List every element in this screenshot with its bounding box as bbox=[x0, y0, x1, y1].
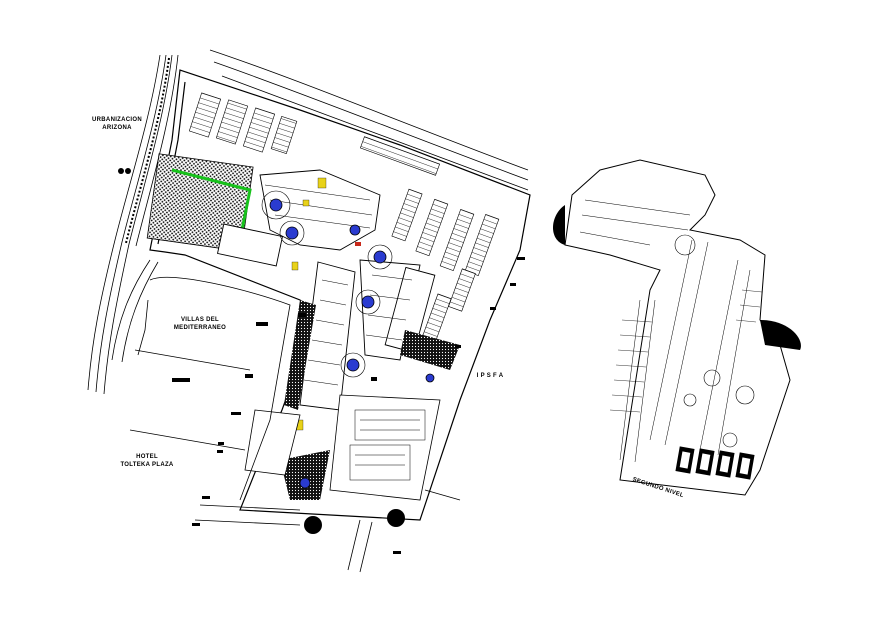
label-hotel-line1: HOTEL bbox=[136, 454, 158, 460]
plot-bars bbox=[172, 257, 525, 554]
stair-inner bbox=[679, 451, 751, 475]
label-hotel: HOTEL TOLTEKA PLAZA bbox=[112, 453, 182, 469]
label-urbanizacion: URBANIZACION ARIZONA bbox=[82, 116, 152, 132]
villas-plot bbox=[129, 276, 291, 501]
parking-top bbox=[188, 92, 500, 342]
entrance-circle-right bbox=[387, 509, 405, 527]
second-level-rings bbox=[674, 234, 755, 448]
second-level-rooms bbox=[579, 199, 751, 463]
label-villas: VILLAS DEL MEDITERRANEO bbox=[165, 316, 235, 332]
fountain-rings bbox=[261, 190, 393, 378]
dark-arc-left bbox=[552, 205, 565, 245]
dark-arc-right bbox=[760, 320, 801, 350]
label-urbanizacion-line2: ARIZONA bbox=[102, 125, 132, 131]
entrance-circle-left bbox=[304, 516, 322, 534]
label-urbanizacion-line1: URBANIZACION bbox=[92, 117, 142, 123]
marker-dot-b bbox=[125, 168, 131, 174]
plaza-seating bbox=[349, 409, 426, 481]
wall-strips bbox=[280, 300, 460, 500]
lower-roads bbox=[194, 489, 461, 573]
avenue-curves bbox=[87, 54, 179, 395]
second-level-plan bbox=[564, 159, 791, 496]
label-ipsfa: I P S F A bbox=[476, 373, 504, 379]
yellow-fixtures bbox=[291, 177, 327, 431]
label-villas-line1: VILLAS DEL bbox=[180, 317, 219, 323]
lower-plaza bbox=[244, 394, 441, 501]
marker-dot-a bbox=[118, 168, 124, 174]
top-road bbox=[209, 49, 529, 191]
second-level-stripes bbox=[609, 289, 763, 413]
fountains bbox=[269, 198, 435, 489]
label-hotel-line2: TOLTEKA PLAZA bbox=[120, 462, 174, 468]
label-villas-line2: MEDITERRANEO bbox=[173, 325, 227, 331]
green-border bbox=[171, 168, 252, 241]
